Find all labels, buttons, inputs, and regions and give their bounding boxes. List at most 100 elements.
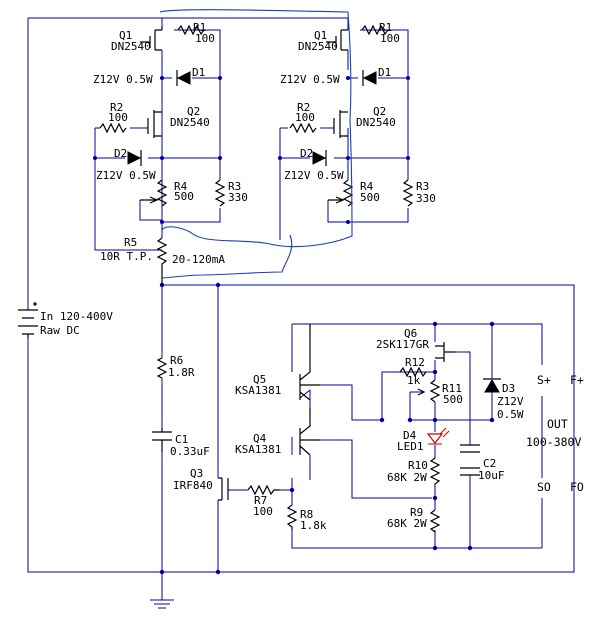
resistor-symbol: [177, 24, 205, 36]
r7-value: 100: [253, 505, 273, 518]
r8-name: R8: [300, 508, 313, 521]
r3-name: R3: [228, 180, 241, 193]
d2b-value: Z12V 0.5W: [284, 169, 344, 182]
output-range: 100-380V: [526, 435, 581, 449]
d3-value: Z12V: [497, 395, 524, 408]
q2b-part: DN2540: [356, 116, 396, 129]
c2-value: 10uF: [478, 469, 505, 482]
r4-value: 500: [174, 190, 194, 203]
q2-name: Q2: [187, 105, 200, 118]
q1-part: DN2540: [111, 40, 151, 53]
terminal-s-minus: SO: [537, 480, 551, 494]
capacitor-symbol: [460, 444, 480, 476]
hand-drawn-annotation: [159, 9, 353, 279]
battery-symbol: [18, 302, 38, 338]
r3-value: 330: [228, 191, 248, 204]
r5-name: R5: [124, 236, 137, 249]
q1b-part: DN2540: [298, 40, 338, 53]
d1-value: Z12V 0.5W: [93, 73, 153, 86]
resistor-symbol: [429, 457, 441, 485]
q2-part: DN2540: [170, 116, 210, 129]
d4-part: LED1: [397, 440, 424, 453]
mosfet-symbol: [333, 110, 348, 138]
r4-name: R4: [174, 180, 188, 193]
c1-name: C1: [175, 433, 188, 446]
mosfet-symbol: [218, 477, 229, 501]
zener-symbol: [483, 378, 501, 393]
mosfet-symbol: [140, 26, 163, 51]
q3-part: IRF840: [173, 479, 213, 492]
d4-name: D4: [403, 429, 417, 442]
d1b-name: D1: [378, 66, 391, 79]
bjt-symbol: [299, 408, 320, 456]
d2-value: Z12V 0.5W: [96, 169, 156, 182]
r1b-value: 100: [380, 32, 400, 45]
q1-name: Q1: [119, 29, 132, 42]
r9-value: 68K 2W: [387, 517, 427, 530]
resistor-symbol: [214, 179, 226, 207]
r1b-name: R1: [379, 21, 392, 34]
d1b-value: Z12V 0.5W: [280, 73, 340, 86]
r6-value: 1.8R: [168, 366, 195, 379]
r12-name: R12: [405, 356, 425, 369]
r4b-value: 500: [360, 191, 380, 204]
potentiometer-symbol: [140, 179, 168, 207]
r9-name: R9: [410, 506, 423, 519]
terminal-f-minus: FO: [570, 480, 584, 494]
mosfet-symbol: [147, 110, 162, 138]
resistor-symbol: [156, 357, 168, 379]
r12-value: 1k: [407, 374, 421, 387]
resistor-symbol: [399, 366, 427, 378]
zener-symbol: [127, 150, 142, 166]
zener-symbol: [362, 70, 377, 86]
d3-name: D3: [502, 382, 515, 395]
q6-part: 2SK117GR: [376, 338, 429, 351]
r11-name: R11: [442, 382, 462, 395]
q1b-name: Q1: [314, 29, 327, 42]
resistor-symbol: [361, 24, 389, 36]
junction-dots: [93, 76, 495, 575]
bjt-symbol: [299, 324, 320, 401]
r8-value: 1.8k: [300, 519, 327, 532]
terminal-s-plus: S+: [537, 373, 551, 387]
input-voltage: In 120-400V: [40, 310, 113, 323]
r2-name: R2: [110, 101, 123, 114]
r3b-name: R3: [416, 180, 429, 193]
main-wiring: [27, 17, 575, 609]
q6-name: Q6: [404, 327, 417, 340]
resistor-symbol: [429, 509, 441, 533]
r10-name: R10: [408, 459, 428, 472]
c1-value: 0.33uF: [170, 445, 210, 458]
q5-part: KSA1381: [235, 384, 281, 397]
resistor-symbol: [286, 504, 298, 530]
r5-value: 10R T.P.: [100, 250, 153, 263]
jfet-symbol: [435, 342, 455, 362]
mosfet-symbol: [326, 29, 348, 51]
resistor-symbol: [402, 179, 414, 207]
resistor-symbol: [289, 122, 317, 134]
r3b-value: 330: [416, 192, 436, 205]
led-symbol: [426, 427, 450, 445]
r7-name: R7: [254, 494, 267, 507]
potentiometer-symbol: [328, 179, 354, 207]
d2-name: D2: [114, 147, 127, 160]
output-label: OUT: [547, 417, 568, 431]
input-type: Raw DC: [40, 324, 80, 337]
terminal-f-plus: F+: [570, 373, 584, 387]
resistor-symbol: [99, 122, 127, 134]
r2b-value: 100: [295, 111, 315, 124]
q3-name: Q3: [190, 467, 203, 480]
d3-power: 0.5W: [497, 408, 524, 421]
resistor-symbol: [156, 237, 168, 285]
q2b-name: Q2: [373, 105, 386, 118]
d1-name: D1: [192, 66, 205, 79]
capacitor-symbol: [152, 428, 172, 452]
component-symbols: [18, 24, 501, 533]
c2-name: C2: [483, 457, 496, 470]
q5-name: Q5: [253, 373, 266, 386]
r2b-name: R2: [297, 101, 310, 114]
current-range: 20-120mA: [172, 253, 225, 266]
potentiometer-symbol: [417, 379, 441, 403]
